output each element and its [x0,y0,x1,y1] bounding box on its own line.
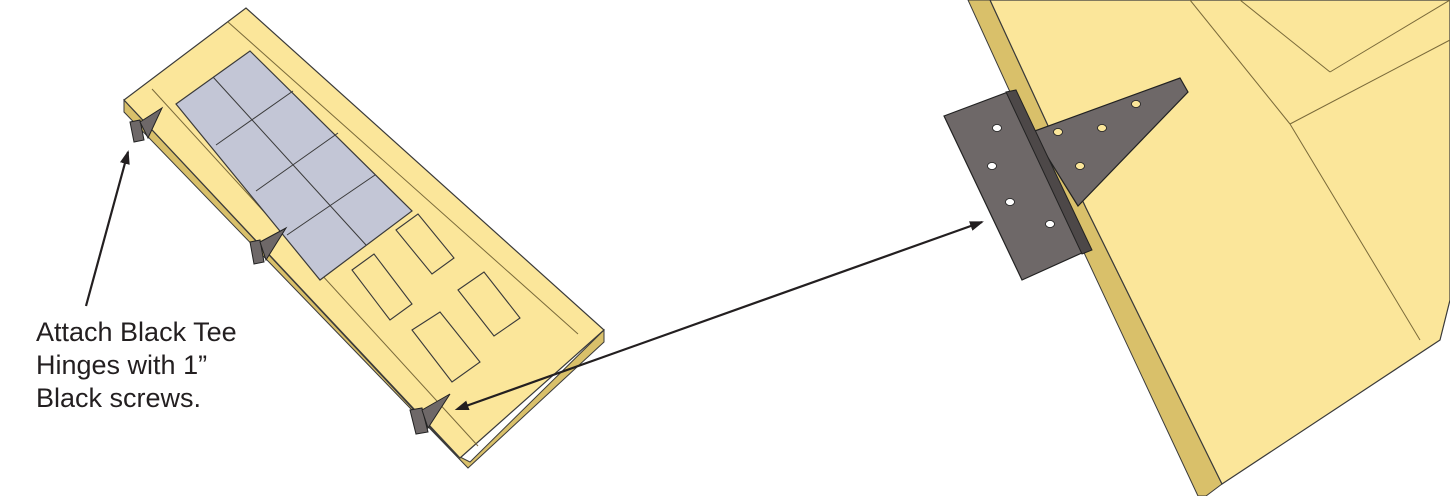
callout-arrow-icon [86,152,128,306]
caption-line: Attach Black Tee [36,316,336,349]
caption-line: Black screws. [36,382,336,415]
label-arrow [86,152,128,306]
caption-line: Hinges with 1” [36,349,336,382]
closeup [944,0,1450,496]
instruction-caption: Attach Black Tee Hinges with 1” Black sc… [36,316,336,415]
